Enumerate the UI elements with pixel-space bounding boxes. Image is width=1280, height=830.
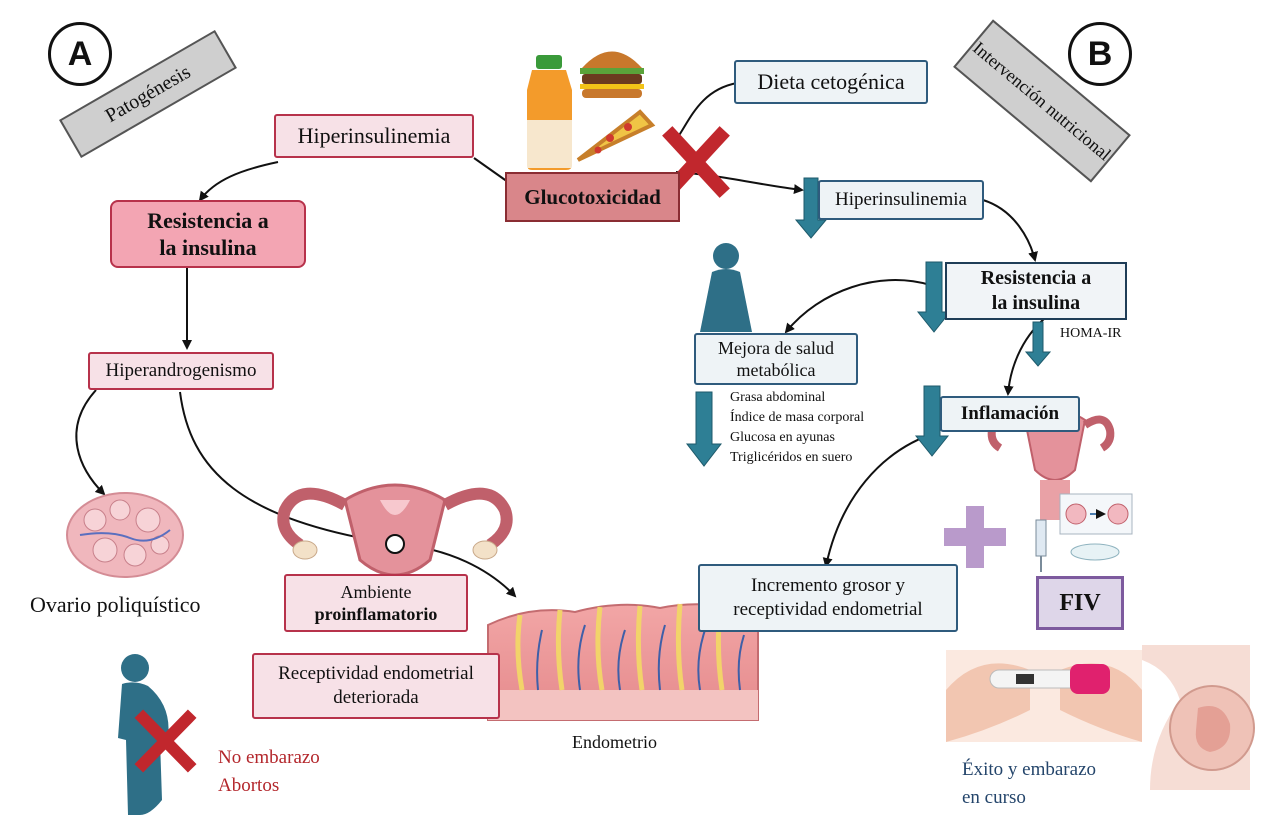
inflammation-box: Inflamación (940, 396, 1080, 432)
ivf-box: FIV (1036, 576, 1124, 630)
no-pregnancy-text: No embarazo (218, 747, 320, 768)
burger-icon (580, 51, 644, 98)
hyperandrogenism-box: Hiperandrogenismo (88, 352, 274, 390)
proinflammatory-environment-box: Ambiente proinflamatorio (284, 574, 468, 632)
metabolic-health-line1: Mejora de salud (718, 337, 834, 358)
metric-item: Índice de masa corporal (730, 410, 865, 425)
negative-outcome-label: No embarazo Abortos (218, 744, 320, 800)
impaired-receptivity-line2: deteriorada (333, 687, 419, 708)
miscarriage-text: Abortos (218, 775, 280, 796)
insulin-resistance-line2: la insulina (159, 235, 257, 260)
proinflammatory-line2: proinflamatorio (314, 604, 438, 624)
metabolic-health-box: Mejora de salud metabólica (694, 333, 858, 385)
metric-item: Grasa abdominal (730, 390, 826, 405)
ivf-petri-dish-icon (1059, 493, 1133, 561)
plus-icon (944, 506, 1006, 568)
success-line1: Éxito y embarazo (962, 759, 1097, 780)
insulin-resistance-box-right: Resistencia a la insulina (945, 262, 1127, 320)
homa-ir-label: HOMA-IR (1060, 326, 1122, 341)
pregnant-woman-silhouette-icon (118, 654, 169, 815)
insulin-resistance-right-line2: la insulina (991, 292, 1081, 314)
glucotoxicity-box: Glucotoxicidad (505, 172, 680, 222)
woman-silhouette-icon (700, 243, 752, 332)
ketogenic-diet-box: Dieta cetogénica (734, 60, 928, 104)
decrease-arrows (685, 177, 1052, 467)
pregnant-belly-fetus-illustration (1142, 645, 1255, 790)
hyperinsulinemia-box-right: Hiperinsulinemia (818, 180, 984, 220)
pizza-slice-icon (576, 109, 656, 162)
cross-mark-icon (134, 709, 197, 773)
endometrial-receptivity-line2: receptividad endometrial (733, 599, 923, 620)
metabolic-health-line2: metabólica (736, 360, 816, 380)
success-outcome-label: Éxito y embarazo en curso (962, 756, 1096, 812)
impaired-receptivity-box: Receptividad endometrial deteriorada (252, 653, 500, 719)
metabolic-metrics-list: Grasa abdominal Índice de masa corporal … (730, 388, 864, 468)
insulin-resistance-box-left: Resistencia a la insulina (110, 200, 306, 268)
syringe-icon (1035, 519, 1047, 572)
cross-mark-icon (662, 126, 730, 198)
insulin-resistance-line1: Resistencia a (147, 207, 269, 233)
pregnancy-test-illustration (946, 650, 1142, 742)
impaired-receptivity-line1: Receptividad endometrial (278, 663, 474, 685)
polycystic-ovary-illustration (66, 492, 184, 578)
endometrial-receptivity-line1: Incremento grosor y (750, 575, 906, 597)
juice-bottle-icon (527, 55, 572, 170)
hyperinsulinemia-box-left: Hiperinsulinemia (274, 114, 474, 158)
panel-b-badge: B (1068, 22, 1132, 86)
endometrial-receptivity-box: Incremento grosor y receptividad endomet… (698, 564, 958, 632)
uterus-illustration-left (277, 483, 513, 577)
panel-a-badge: A (48, 22, 112, 86)
insulin-resistance-right-line1: Resistencia a (980, 267, 1092, 289)
metric-item: Triglicéridos en suero (730, 450, 853, 465)
endometrium-illustration (487, 603, 759, 721)
endometrium-label: Endometrio (572, 732, 657, 752)
success-line2: en curso (962, 787, 1026, 808)
proinflammatory-line1: Ambiente (340, 581, 412, 602)
metric-item: Glucosa en ayunas (730, 430, 835, 445)
polycystic-ovary-label: Ovario poliquístico (30, 592, 201, 617)
left-connectors (75, 157, 517, 598)
